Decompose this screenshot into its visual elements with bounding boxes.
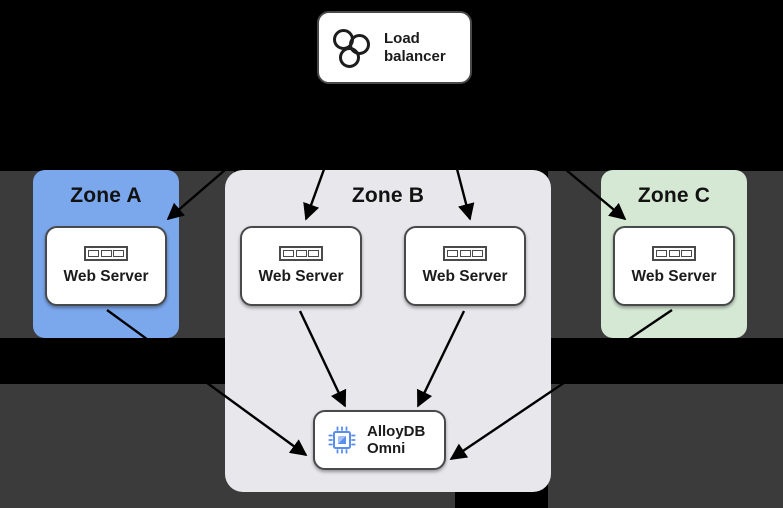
server-rack-icon — [652, 246, 696, 262]
load-balancer-label-line1: Load — [384, 30, 420, 48]
zone-c-web-server[interactable]: Web Server — [613, 226, 735, 306]
server-rack-icon — [84, 246, 128, 262]
alloydb-omni-label-line2: Omni — [367, 440, 406, 457]
alloydb-omni-node[interactable]: AlloyDB Omni — [313, 410, 446, 470]
load-balancer-label-line2: balancer — [384, 47, 446, 65]
server-rack-icon — [279, 246, 323, 262]
zone-a-title: Zone A — [70, 184, 142, 207]
zone-b-title: Zone B — [351, 184, 425, 207]
alloydb-omni-label-line1: AlloyDB — [367, 422, 426, 440]
zone-c-web-server-label: Web Server — [631, 268, 717, 286]
server-rack-icon — [443, 246, 487, 262]
zone-b-web-server-1[interactable]: Web Server — [240, 226, 362, 306]
background-band — [548, 384, 783, 508]
zone-b-web-server-2[interactable]: Web Server — [404, 226, 526, 306]
load-balancer-icon — [333, 28, 373, 68]
zone-a-web-server-label: Web Server — [63, 268, 149, 286]
zone-a-web-server[interactable]: Web Server — [45, 226, 167, 306]
zone-b-web-server-2-label: Web Server — [422, 268, 508, 286]
load-balancer-node[interactable]: Load balancer — [317, 11, 472, 84]
cpu-chip-icon — [328, 426, 356, 454]
zone-b-web-server-1-label: Web Server — [258, 268, 344, 286]
load-balancer-label: Load balancer — [384, 30, 446, 65]
alloydb-omni-label: AlloyDB Omni — [367, 423, 425, 458]
zone-c-title: Zone C — [637, 184, 711, 207]
